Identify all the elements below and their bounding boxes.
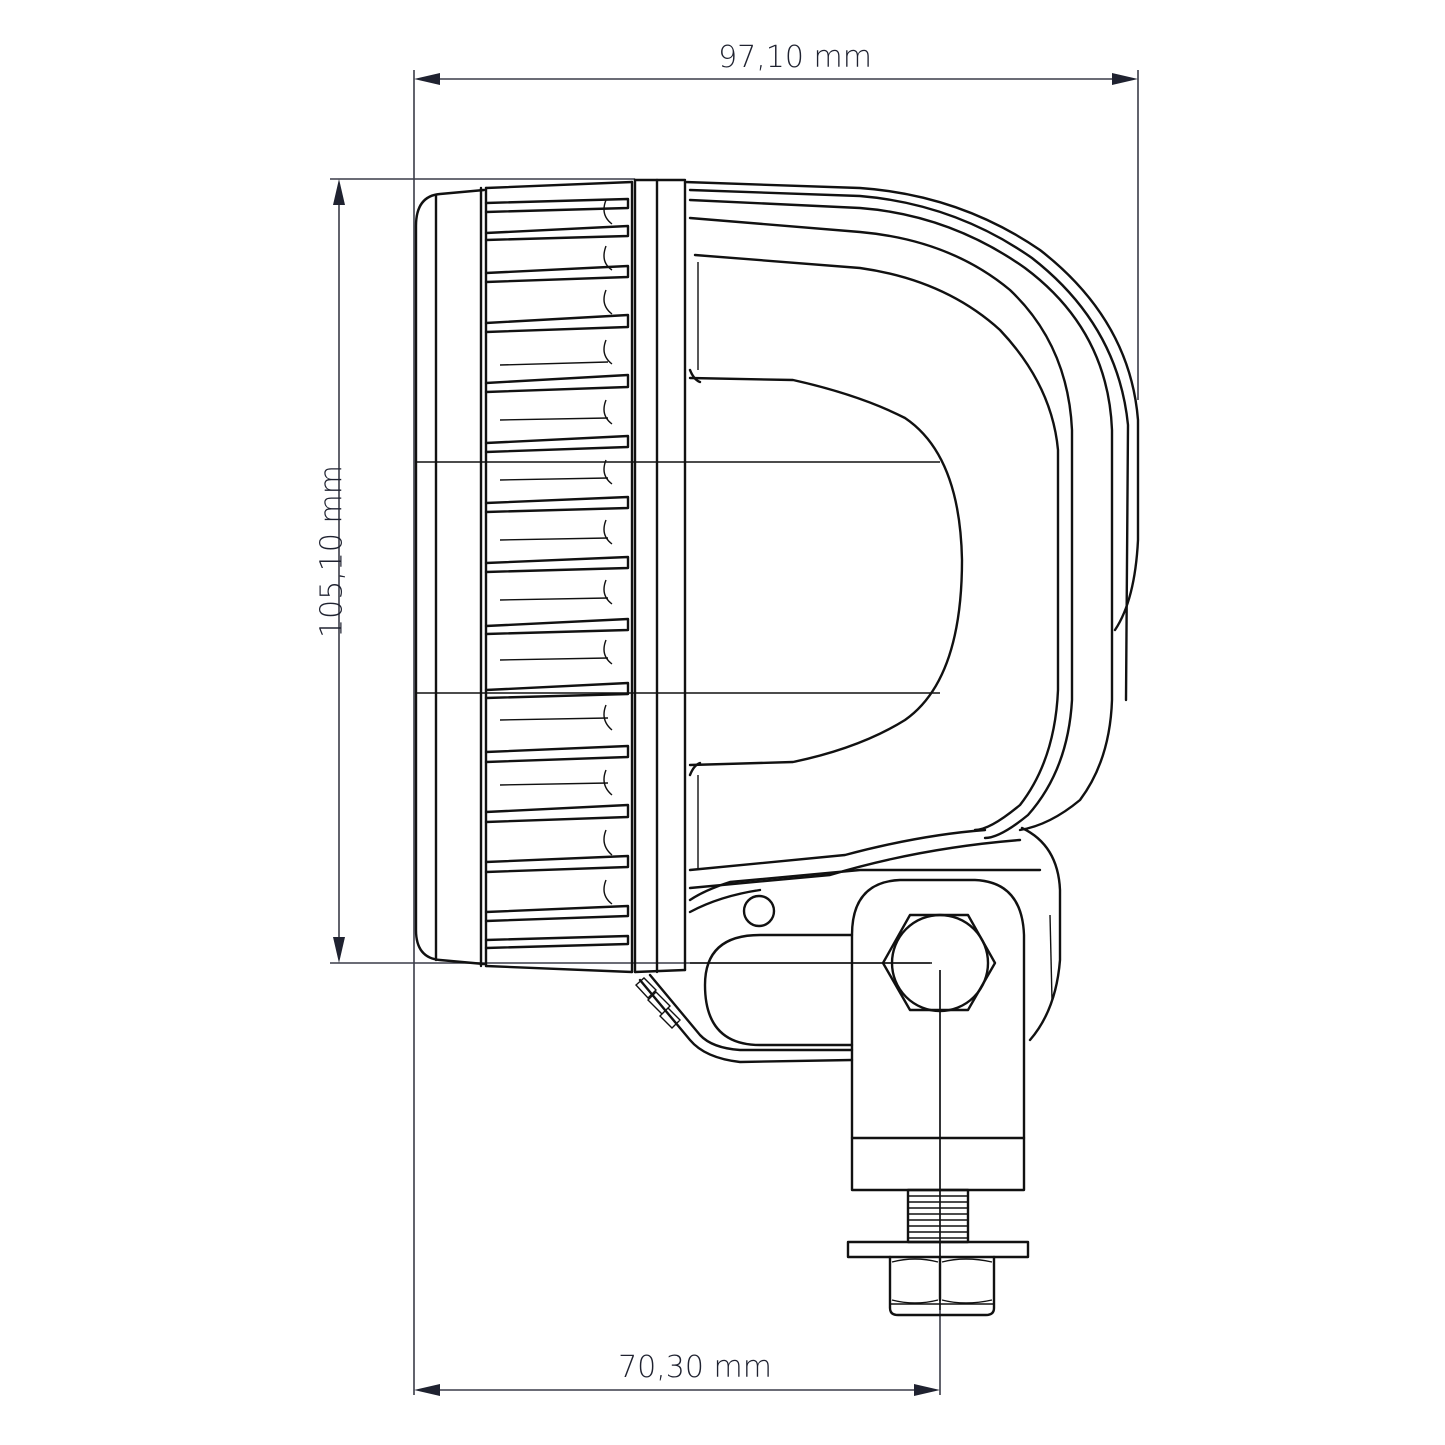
housing-ring xyxy=(633,178,687,974)
hex-nut xyxy=(888,1255,996,1317)
dimension-front-to-mount-label: 70,30 mm xyxy=(618,1350,772,1385)
mount-bracket xyxy=(634,826,1062,1192)
threaded-stud xyxy=(906,1188,970,1244)
front-lens-bezel xyxy=(414,186,940,968)
rear-housing xyxy=(683,180,1140,890)
hex-bolt xyxy=(690,913,997,1310)
dimension-front-to-mount xyxy=(414,970,941,1396)
dimension-overall-height xyxy=(330,178,930,964)
cooling-fins xyxy=(484,180,634,974)
dimension-overall-depth-label: 97,10 mm xyxy=(718,40,872,75)
washer xyxy=(846,1240,1030,1259)
dimension-overall-height-label: 105,10 mm xyxy=(314,465,350,638)
dimension-overall-depth xyxy=(413,70,1139,1395)
